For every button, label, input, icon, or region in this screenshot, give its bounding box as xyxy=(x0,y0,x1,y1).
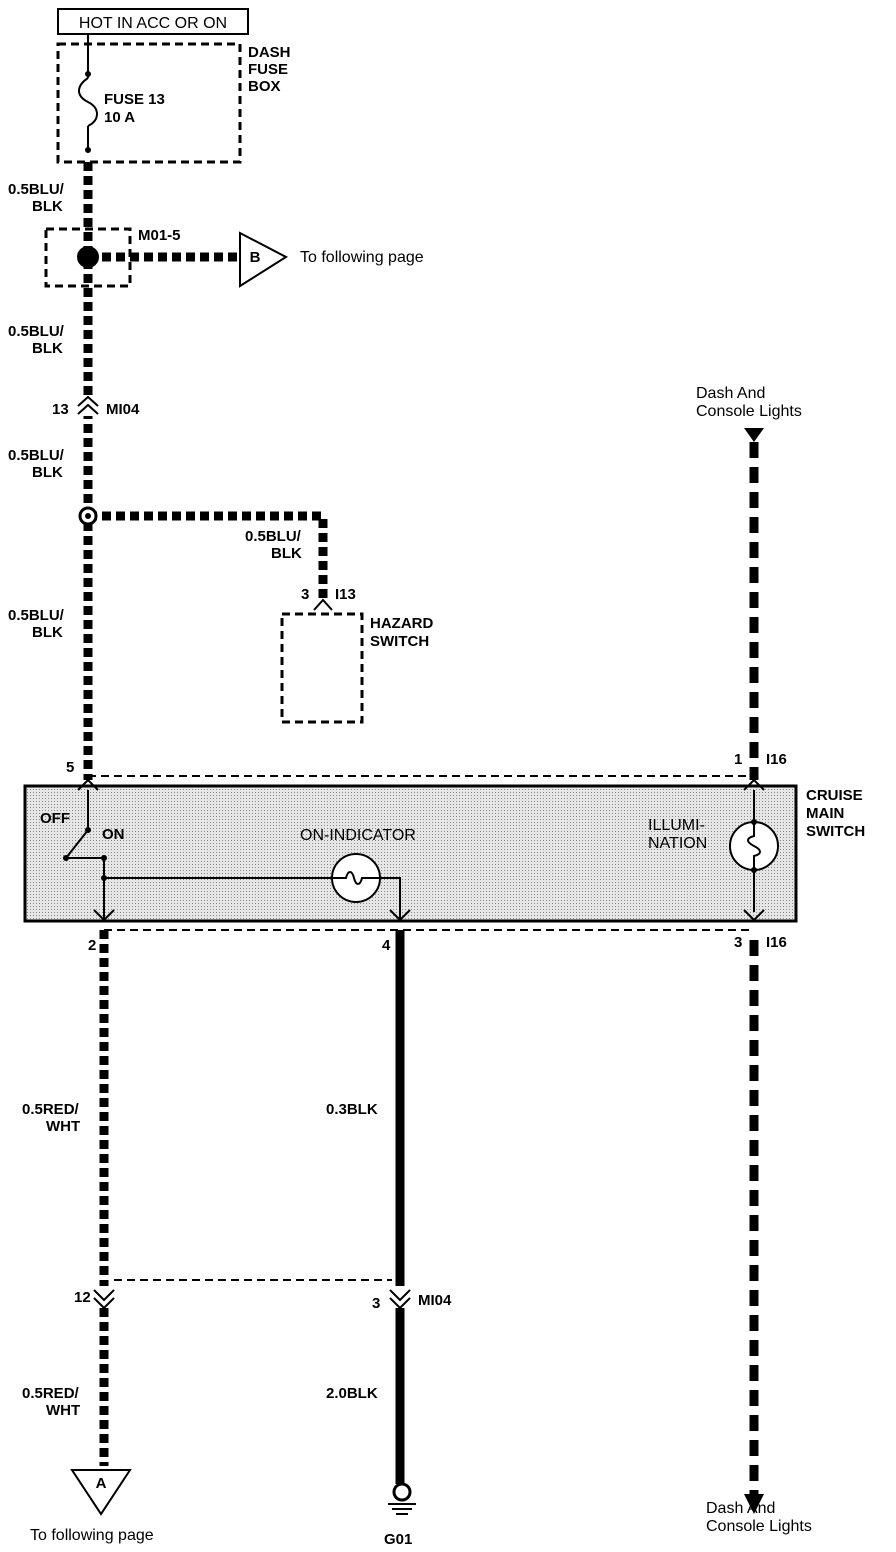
red-wire-label-2a: 0.5RED/ xyxy=(22,1385,80,1402)
splice-name: M01-5 xyxy=(138,227,181,244)
wire-label-2a: 0.5BLU/ xyxy=(8,323,65,340)
wire-label-3b: BLK xyxy=(32,464,63,481)
switch-on-label: ON xyxy=(102,826,125,843)
dash-lights-bot-2: Console Lights xyxy=(706,1518,812,1535)
power-header: HOT IN ACC OR ON xyxy=(57,8,249,35)
i13-pin: 3 xyxy=(301,586,309,603)
wire-label-4a: 0.5BLU/ xyxy=(8,607,65,624)
offpage-a-dest: To following page xyxy=(30,1527,154,1544)
offpage-a: A To following page xyxy=(30,1469,154,1544)
wire-label-3a: 0.5BLU/ xyxy=(8,447,65,464)
mi04-bottom-pin-right: 3 xyxy=(372,1295,380,1312)
fuse-box-title-2: FUSE xyxy=(248,61,288,78)
fuse-box-title-3: BOX xyxy=(248,78,281,95)
hazard-title-1: HAZARD xyxy=(370,615,433,632)
dash-lights-bot-1: Dash And xyxy=(706,1500,775,1517)
mi04-bottom-pin-left: 12 xyxy=(74,1289,91,1306)
connector-mi04-top: 13 MI04 xyxy=(52,395,140,418)
cruise-title-3: SWITCH xyxy=(806,823,865,840)
splice-m01-5: B M01-5 To following page xyxy=(44,227,424,288)
mi04-top-name: MI04 xyxy=(106,401,140,418)
ground-icon xyxy=(388,1482,416,1515)
dash-lights-top-2: Console Lights xyxy=(696,403,802,420)
switch-pin-4: 4 xyxy=(382,937,391,954)
hazard-title-2: SWITCH xyxy=(370,633,429,650)
connector-mi04-bottom: 12 3 MI04 xyxy=(74,1279,452,1312)
i16-top-name: I16 xyxy=(766,751,787,768)
arrow-down-icon xyxy=(744,1494,764,1514)
fuse-rating: 10 A xyxy=(104,109,135,126)
arrow-down-icon xyxy=(744,428,764,442)
cruise-title-2: MAIN xyxy=(806,805,844,822)
hazard-wire-label-b: BLK xyxy=(271,545,302,562)
mi04-bottom-name: MI04 xyxy=(418,1292,452,1309)
cruise-title-1: CRUISE xyxy=(806,787,863,804)
dash-lights-top-1: Dash And xyxy=(696,385,765,402)
illumination-label-2: NATION xyxy=(648,835,707,852)
blk-wire-label-1: 0.3BLK xyxy=(326,1101,378,1118)
wire-to-hazard xyxy=(88,511,328,598)
on-indicator-label: ON-INDICATOR xyxy=(300,827,416,844)
ground-name: G01 xyxy=(384,1531,412,1548)
dash-fuse-box: DASH FUSE BOX FUSE 13 10 A xyxy=(56,34,291,164)
splice-ref: B xyxy=(250,249,261,266)
wire-label-1a: 0.5BLU/ xyxy=(8,181,65,198)
fuse-icon xyxy=(78,34,98,153)
wire-label-2b: BLK xyxy=(32,340,63,357)
switch-pin-5: 5 xyxy=(66,759,74,776)
illumination-label-1: ILLUMI- xyxy=(648,817,705,834)
red-wire-label-1a: 0.5RED/ xyxy=(22,1101,80,1118)
splice-dest: To following page xyxy=(300,249,424,266)
power-header-text: HOT IN ACC OR ON xyxy=(79,15,227,32)
mi04-top-pin: 13 xyxy=(52,401,69,418)
switch-pin-2: 2 xyxy=(88,937,96,954)
fuse-box-title-1: DASH xyxy=(248,44,291,61)
switch-off-label: OFF xyxy=(40,810,70,827)
i16-top-pin: 1 xyxy=(734,751,742,768)
offpage-arrow-icon xyxy=(239,231,289,288)
connector-i13: 3 I13 xyxy=(301,586,356,611)
blk-wire-label-2: 2.0BLK xyxy=(326,1385,378,1402)
bulb-icon xyxy=(331,853,381,903)
cruise-main-switch: CRUISE MAIN SWITCH 5 OFF ON ON-INDICATOR xyxy=(23,751,865,931)
i13-name: I13 xyxy=(335,586,356,603)
offpage-arrow-icon xyxy=(70,1469,132,1516)
wire-label-1b: BLK xyxy=(32,198,63,215)
i16-bot-pin: 3 xyxy=(734,934,742,951)
hazard-wire-label-a: 0.5BLU/ xyxy=(245,528,302,545)
hazard-switch: HAZARD SWITCH xyxy=(280,612,433,724)
i16-bot-name: I16 xyxy=(766,934,787,951)
red-wire-label-2b: WHT xyxy=(46,1402,80,1419)
fuse-name: FUSE 13 xyxy=(104,91,165,108)
wire-label-4b: BLK xyxy=(32,624,63,641)
offpage-a-ref: A xyxy=(96,1475,107,1492)
bulb-icon xyxy=(729,821,779,871)
red-wire-label-1b: WHT xyxy=(46,1118,80,1135)
